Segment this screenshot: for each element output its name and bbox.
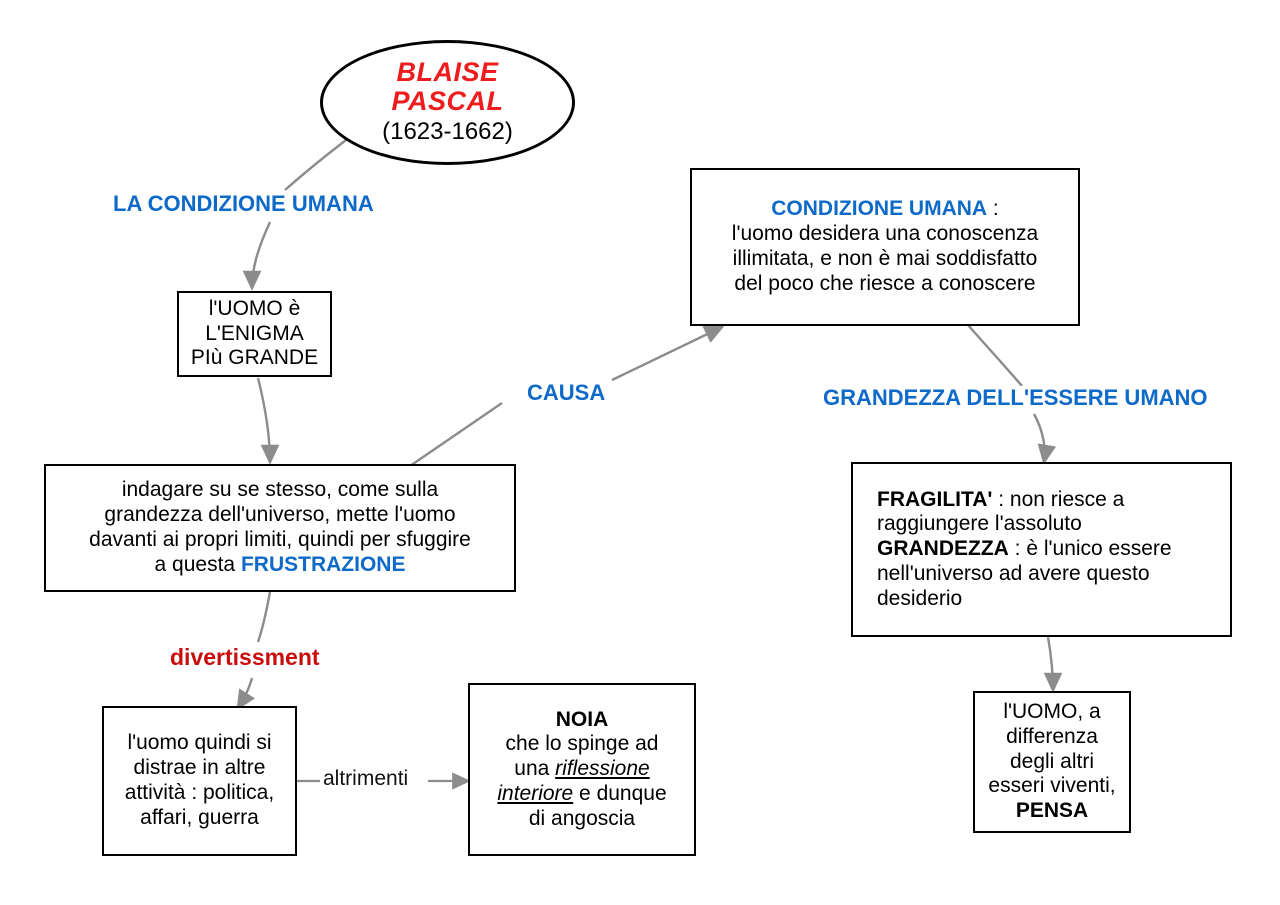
edge-fragilita-to-pensa: [1043, 636, 1063, 693]
node-noia-line4: di angoscia: [528, 806, 636, 830]
edge-label-altrimenti: altrimenti: [320, 767, 412, 791]
edge-indagare-to-divertissment-label: [256, 591, 272, 643]
node-noia-line1: che lo spinge ad: [505, 732, 659, 756]
pascal-title-line2: PASCAL: [391, 86, 504, 117]
node-pensa-line2: differenza: [1006, 724, 1098, 748]
edge-label-grandezza-dell-essere-umano: GRANDEZZA DELL'ESSERE UMANO: [820, 385, 1211, 411]
node-fragilita-line5: desiderio: [877, 586, 963, 610]
node-noia-interiore: interiore: [497, 781, 574, 805]
node-condizione-umana-heading: CONDIZIONE UMANA: [771, 197, 988, 221]
node-fragilita-term-rest: : non riesce a: [992, 487, 1125, 511]
edge-label-divertissment: divertissment: [167, 644, 323, 671]
edge-label-la-condizione-umana: LA CONDIZIONE UMANA: [110, 191, 377, 217]
node-fragilita-grandezza[interactable]: FRAGILITA' : non riesce a raggiungere l'…: [851, 462, 1232, 637]
node-fragilita-line4: nell'universo ad avere questo: [877, 561, 1150, 585]
pascal-years: (1623-1662): [382, 118, 513, 146]
node-indagare-frustrazione: FRUSTRAZIONE: [240, 552, 406, 576]
node-indagare-line2: grandezza dell'universo, mette l'uomo: [104, 503, 456, 527]
node-uomo-enigma-line1: l'UOMO è: [208, 296, 301, 320]
pascal-title-line1: BLAISE: [396, 56, 499, 87]
node-pensa-line1: l'UOMO, a: [1003, 700, 1101, 724]
node-fragilita-line2: raggiungere l'assoluto: [877, 512, 1082, 536]
node-indagare-line4-prefix: a questa: [154, 552, 241, 576]
node-fragilita-line1: FRAGILITA' : non riesce a: [877, 488, 1230, 513]
node-pensa-line3: degli altri: [1009, 749, 1095, 773]
node-distrae-line4: affari, guerra: [140, 805, 259, 829]
edge-grandezza-label-to-fragilita: [1032, 413, 1057, 465]
edge-indagare-to-causa-label: [409, 402, 503, 467]
node-noia-riflessione: riflessione: [555, 757, 650, 781]
node-condizione-umana[interactable]: CONDIZIONE UMANA : l'uomo desidera una c…: [690, 168, 1080, 326]
node-grandezza-term-rest: : è l'unico essere: [1008, 537, 1172, 561]
node-fragilita-line3: GRANDEZZA : è l'unico essere: [877, 537, 1230, 562]
node-condizione-umana-colon: :: [987, 197, 999, 221]
node-uomo-enigma-line2: L'ENIGMA: [205, 321, 304, 345]
node-pensa-line5: PENSA: [1015, 799, 1089, 823]
pascal-title: BLAISE PASCAL: [391, 56, 504, 117]
edge-label-causa: CAUSA: [524, 380, 609, 406]
edge-divertissment-label-to-distrae: [236, 677, 256, 711]
node-condizione-umana-line2: illimitata, e non è mai soddisfatto: [732, 247, 1038, 270]
edge-enigma-to-indagare: [256, 377, 280, 465]
node-pensa-line4: esseri viventi,: [988, 774, 1116, 798]
node-condizione-umana-line3: del poco che riesce a conoscere: [734, 271, 1036, 295]
edge-condizione-label-to-enigma: [242, 221, 272, 291]
node-uomo-enigma-line3: PIù GRANDE: [190, 346, 319, 370]
node-uomo-enigma[interactable]: l'UOMO è L'ENIGMA PIù GRANDE: [177, 291, 332, 377]
edge-causa-label-to-condizione-umana: [611, 325, 725, 382]
node-indagare-line3: davanti ai propri limiti, quindi per sfu…: [89, 528, 471, 551]
node-indagare-se-stesso[interactable]: indagare su se stesso, come sulla grande…: [44, 464, 516, 592]
node-indagare-line1: indagare su se stesso, come sulla: [121, 478, 439, 502]
node-blaise-pascal[interactable]: BLAISE PASCAL (1623-1662): [320, 40, 575, 165]
node-fragilita-term: FRAGILITA': [877, 487, 993, 511]
node-noia-line2-prefix: una: [514, 757, 556, 781]
node-condizione-umana-heading-line: CONDIZIONE UMANA :: [692, 197, 1078, 222]
node-noia-line3: interiore e dunque: [470, 782, 694, 807]
node-distrae-line3: attività : politica,: [124, 781, 275, 804]
node-indagare-line4: a questa FRUSTRAZIONE: [46, 553, 514, 578]
node-grandezza-term: GRANDEZZA: [877, 537, 1009, 561]
node-condizione-umana-line1: l'uomo desidera una conoscenza: [731, 222, 1039, 246]
node-noia-line3-rest: e dunque: [573, 781, 667, 805]
node-distrae-line1: l'uomo quindi si: [127, 731, 272, 755]
edge-condizione-umana-to-grandezza-label: [967, 324, 1023, 387]
node-noia-line2: una riflessione: [470, 757, 694, 782]
node-noia-heading: NOIA: [555, 707, 609, 731]
node-uomo-si-distrae[interactable]: l'uomo quindi si distrae in altre attivi…: [102, 706, 297, 856]
node-noia[interactable]: NOIA che lo spinge ad una riflessione in…: [468, 683, 696, 856]
node-uomo-pensa[interactable]: l'UOMO, a differenza degli altri esseri …: [973, 691, 1131, 833]
edge-pascal-to-condizione-label: [284, 139, 347, 191]
node-distrae-line2: distrae in altre: [133, 756, 266, 780]
